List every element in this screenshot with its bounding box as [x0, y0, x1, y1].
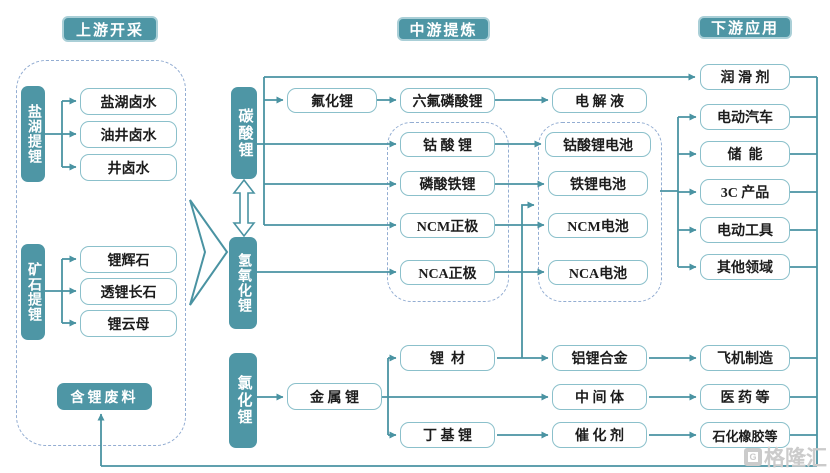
node-lco-battery: 钴酸锂电池 — [545, 132, 651, 157]
node-spodumene: 锂辉石 — [80, 246, 177, 273]
node-salt-lake-brine: 盐湖卤水 — [80, 88, 177, 115]
app-aircraft-manufacturing: 飞机制造 — [700, 345, 790, 371]
node-ncm-cathode: NCM正极 — [400, 213, 495, 238]
node-lithium-metal: 金 属 锂 — [287, 383, 382, 410]
node-lithium-fluoride: 氟化锂 — [287, 88, 377, 113]
app-electric-vehicle: 电动汽车 — [700, 104, 790, 130]
interconversion-double-arrow-icon — [232, 178, 256, 238]
node-lfp-battery: 铁锂电池 — [548, 171, 648, 196]
app-power-tools: 电动工具 — [700, 217, 790, 243]
node-catalyst: 催 化 剂 — [552, 422, 647, 448]
app-pharmaceuticals: 医 药 等 — [700, 384, 790, 410]
watermark: G 格隆汇 — [744, 442, 827, 472]
app-lubricant: 润 滑 剂 — [700, 64, 790, 90]
process-right-arrow-icon — [189, 199, 229, 306]
app-energy-storage: 储 能 — [700, 141, 790, 167]
cathode-dashed-container — [387, 122, 509, 302]
category-lithium-hydroxide: 氢氧化锂 — [229, 237, 257, 329]
watermark-text: 格隆汇 — [764, 447, 827, 470]
node-butyllithium: 丁 基 锂 — [400, 422, 495, 448]
app-3c-products: 3C 产品 — [700, 179, 790, 205]
node-petalite: 透锂长石 — [80, 278, 177, 305]
app-petrochemical-rubber: 石化橡胶等 — [700, 422, 790, 448]
category-ore-extraction: 矿石提锂 — [21, 244, 45, 340]
app-other-fields: 其他领域 — [700, 254, 790, 280]
node-al-li-alloy: 铝锂合金 — [552, 345, 647, 371]
node-well-brine: 井卤水 — [80, 154, 177, 181]
node-ncm-battery: NCM电池 — [548, 213, 648, 238]
battery-dashed-container — [538, 122, 662, 302]
header-midstream: 中游提炼 — [397, 17, 490, 41]
node-lfp-cathode: 磷酸铁锂 — [400, 171, 495, 196]
header-downstream: 下游应用 — [698, 16, 792, 39]
node-electrolyte: 电 解 液 — [552, 88, 647, 113]
category-salt-lake-extraction: 盐湖提锂 — [21, 86, 45, 182]
node-lithium-material: 锂 材 — [400, 345, 495, 371]
node-nca-battery: NCA电池 — [548, 260, 648, 285]
node-lepidolite: 锂云母 — [80, 310, 177, 337]
node-oil-well-brine: 油井卤水 — [80, 121, 177, 148]
category-lithium-chloride: 氯化锂 — [229, 353, 257, 448]
node-lithium-waste: 含锂废料 — [57, 383, 152, 410]
header-upstream: 上游开采 — [62, 16, 158, 42]
node-lco-cathode: 钴 酸 锂 — [400, 132, 495, 157]
node-lipf6: 六氟磷酸锂 — [400, 88, 495, 113]
watermark-logo-icon: G — [744, 448, 762, 466]
category-lithium-carbonate: 碳酸锂 — [231, 87, 257, 179]
node-nca-cathode: NCA正极 — [400, 260, 495, 285]
node-intermediate: 中 间 体 — [552, 384, 647, 410]
